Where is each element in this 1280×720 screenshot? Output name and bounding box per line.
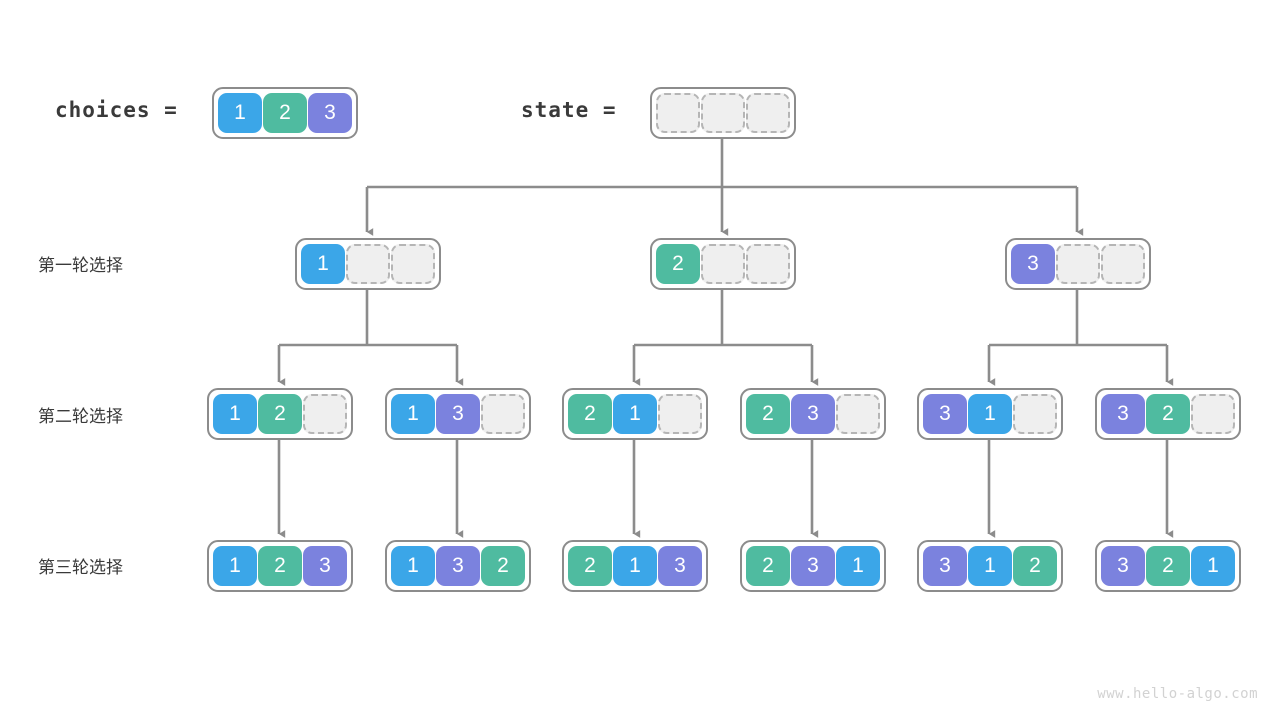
r2n6-cell-2 (1191, 394, 1235, 434)
r2n6-cell-0: 3 (1101, 394, 1145, 434)
r2n2-cell-0: 1 (391, 394, 435, 434)
r1n2-cell-0: 2 (656, 244, 700, 284)
r1n1-cell-2 (391, 244, 435, 284)
r3n5-cell-1: 1 (968, 546, 1012, 586)
r3n2-cell-2: 2 (481, 546, 525, 586)
r3n4-cell-1: 3 (791, 546, 835, 586)
r2n2-cell-2 (481, 394, 525, 434)
r1n1-cell-0: 1 (301, 244, 345, 284)
r1n3-cell-1 (1056, 244, 1100, 284)
r2n5-cell-0: 3 (923, 394, 967, 434)
r3n5-cell-2: 2 (1013, 546, 1057, 586)
r3n5-cell-0: 3 (923, 546, 967, 586)
r3n1-cell-1: 2 (258, 546, 302, 586)
r2n3-cell-1: 1 (613, 394, 657, 434)
r2n2-cell-1: 3 (436, 394, 480, 434)
r2n5-cell-1: 1 (968, 394, 1012, 434)
tree-node-r1-n2: 2 (650, 238, 796, 290)
r2n5-cell-2 (1013, 394, 1057, 434)
r3n3-cell-0: 2 (568, 546, 612, 586)
r1n1-cell-1 (346, 244, 390, 284)
row-label-round-2: 第二轮选择 (38, 407, 123, 426)
choices-cell-2: 3 (308, 93, 352, 133)
state-cell-2 (746, 93, 790, 133)
r3n2-cell-1: 3 (436, 546, 480, 586)
state-array-node (650, 87, 796, 139)
r3n3-cell-2: 3 (658, 546, 702, 586)
r3n4-cell-2: 1 (836, 546, 880, 586)
tree-node-r1-n3: 3 (1005, 238, 1151, 290)
r3n6-cell-1: 2 (1146, 546, 1190, 586)
r3n1-cell-2: 3 (303, 546, 347, 586)
choices-cell-1: 2 (263, 93, 307, 133)
r3n2-cell-0: 1 (391, 546, 435, 586)
r2n1-cell-1: 2 (258, 394, 302, 434)
r2n4-cell-2 (836, 394, 880, 434)
state-label: state = (521, 98, 617, 122)
tree-node-r1-n1: 1 (295, 238, 441, 290)
r2n3-cell-0: 2 (568, 394, 612, 434)
r3n1-cell-0: 1 (213, 546, 257, 586)
r2n6-cell-1: 2 (1146, 394, 1190, 434)
r2n3-cell-2 (658, 394, 702, 434)
choices-label: choices = (55, 98, 178, 122)
r3n6-cell-0: 3 (1101, 546, 1145, 586)
watermark: www.hello-algo.com (1097, 686, 1258, 702)
r3n4-cell-0: 2 (746, 546, 790, 586)
state-cell-0 (656, 93, 700, 133)
r3n6-cell-2: 1 (1191, 546, 1235, 586)
r2n1-cell-0: 1 (213, 394, 257, 434)
r1n2-cell-1 (701, 244, 745, 284)
choices-cell-0: 1 (218, 93, 262, 133)
r2n1-cell-2 (303, 394, 347, 434)
r1n3-cell-0: 3 (1011, 244, 1055, 284)
r1n2-cell-2 (746, 244, 790, 284)
row-label-round-3: 第三轮选择 (38, 558, 123, 577)
r2n4-cell-1: 3 (791, 394, 835, 434)
r3n3-cell-1: 1 (613, 546, 657, 586)
r2n4-cell-0: 2 (746, 394, 790, 434)
state-cell-1 (701, 93, 745, 133)
r1n3-cell-2 (1101, 244, 1145, 284)
row-label-round-1: 第一轮选择 (38, 256, 123, 275)
